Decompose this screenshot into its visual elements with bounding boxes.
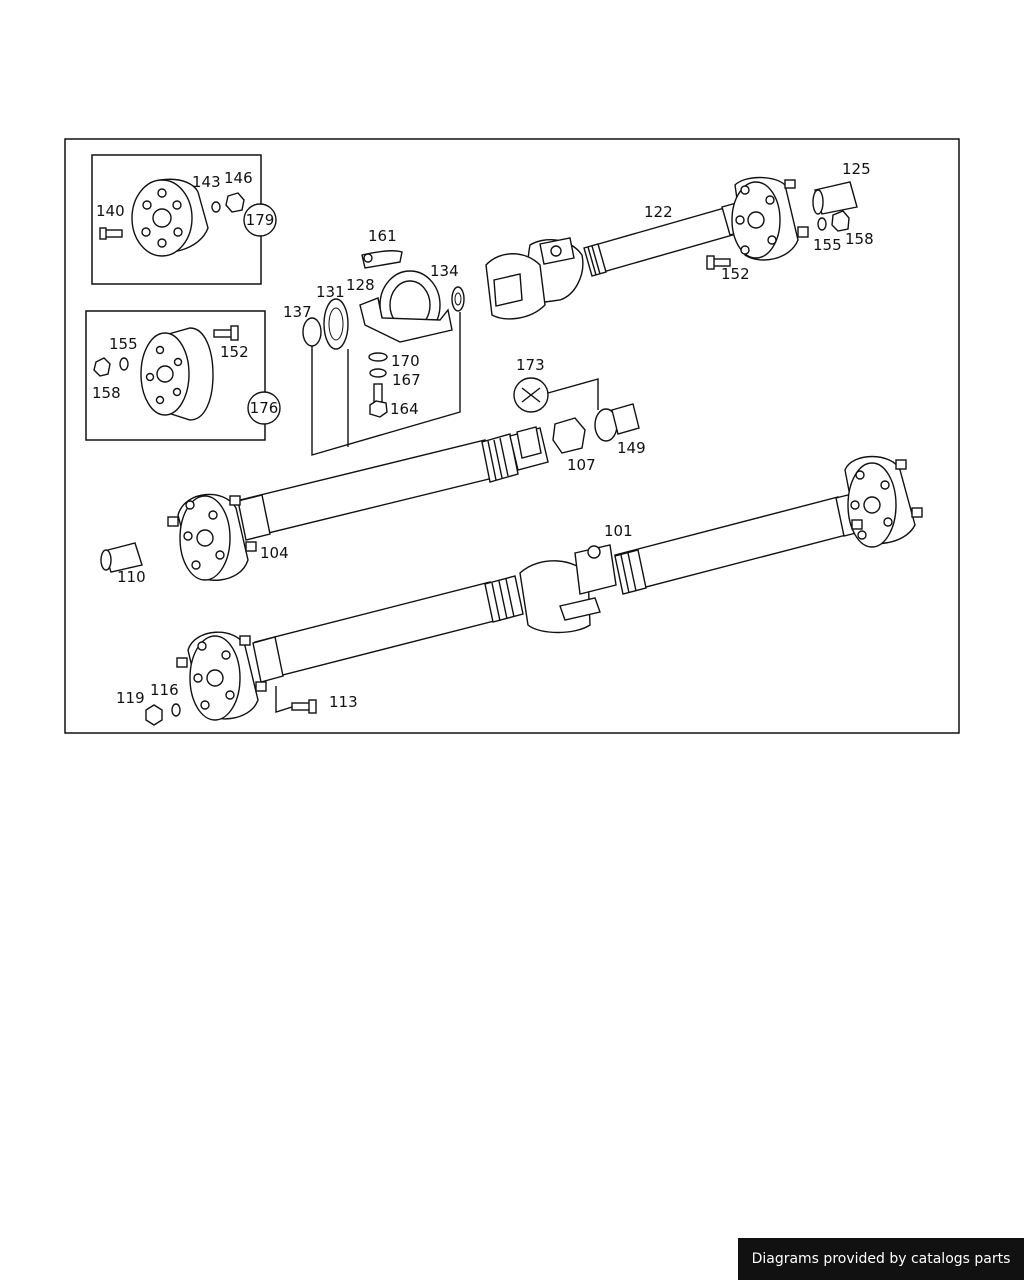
label-131: 131 <box>316 283 345 301</box>
label-116: 116 <box>150 681 179 699</box>
parts-107-149-173 <box>513 377 640 454</box>
shaft-101 <box>145 455 923 726</box>
flex-coupling-inset-176 <box>93 325 239 421</box>
label-125: 125 <box>842 160 871 178</box>
flex-disc-inset-179 <box>99 178 245 257</box>
label-155-top: 155 <box>813 236 842 254</box>
label-140: 140 <box>96 202 125 220</box>
label-137: 137 <box>283 303 312 321</box>
center-bearing-cluster <box>302 250 465 456</box>
label-128: 128 <box>346 276 375 294</box>
label-176: 176 <box>250 399 279 417</box>
shaft-122 <box>485 176 858 320</box>
circle-179 <box>243 203 277 237</box>
label-152-inset: 152 <box>220 343 249 361</box>
label-167: 167 <box>392 371 421 389</box>
shaft-104 <box>100 426 549 581</box>
label-146: 146 <box>224 169 253 187</box>
label-122: 122 <box>644 203 673 221</box>
inset-box-176 <box>85 310 266 441</box>
label-104: 104 <box>260 544 289 562</box>
circle-176 <box>247 391 281 425</box>
diagram-credit: Diagrams provided by catalogs parts <box>738 1238 1024 1280</box>
label-119: 119 <box>116 689 145 707</box>
label-110: 110 <box>117 568 146 586</box>
label-179: 179 <box>246 211 275 229</box>
label-158-inset: 158 <box>92 384 121 402</box>
label-158-top: 158 <box>845 230 874 248</box>
label-101: 101 <box>604 522 633 540</box>
label-143: 143 <box>192 173 221 191</box>
label-164: 164 <box>390 400 419 418</box>
part-labels: 101 104 107 110 113 116 119 122 125 128 … <box>92 160 874 711</box>
label-155-inset: 155 <box>109 335 138 353</box>
label-152-top: 152 <box>721 265 750 283</box>
label-107: 107 <box>567 456 596 474</box>
label-170: 170 <box>391 352 420 370</box>
diagram-frame <box>64 138 960 734</box>
label-161: 161 <box>368 227 397 245</box>
label-134: 134 <box>430 262 459 280</box>
label-173: 173 <box>516 356 545 374</box>
label-113: 113 <box>329 693 358 711</box>
label-149: 149 <box>617 439 646 457</box>
